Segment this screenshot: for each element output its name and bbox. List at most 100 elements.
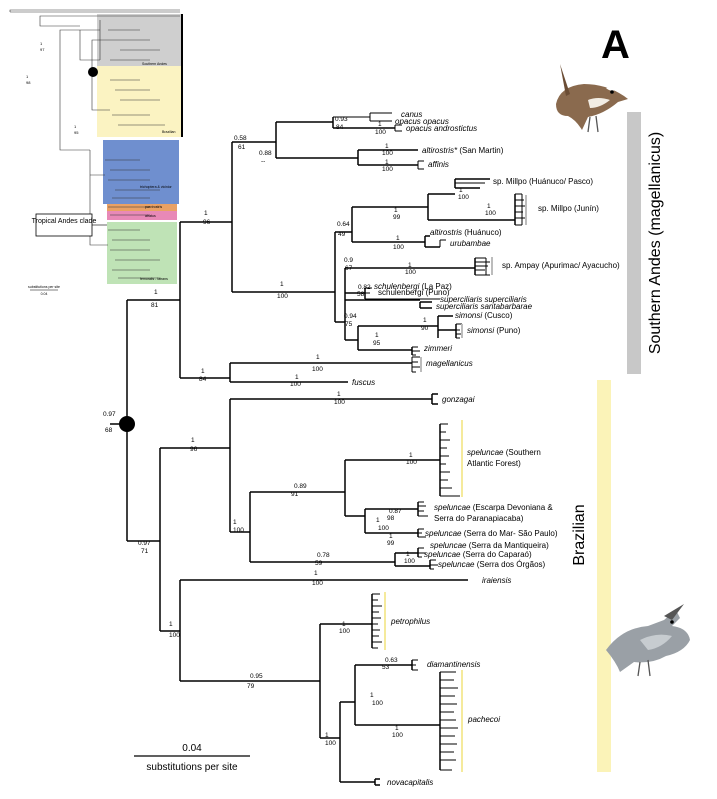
tip-label: opacus androstictus	[406, 124, 477, 133]
inset-scale-label: substitutions per site	[28, 285, 60, 289]
tip-label: urubambae	[450, 239, 491, 248]
support-value: 0.58	[234, 135, 247, 142]
support-value: 0.78	[317, 552, 330, 559]
support-value: 98	[387, 515, 395, 522]
inset-support: 1	[26, 74, 29, 79]
support-value: 1	[204, 210, 208, 217]
support-value: 1	[378, 121, 382, 128]
support-value: 100	[382, 166, 393, 173]
support-value: 68	[105, 427, 113, 434]
scale-bar-label: substitutions per site	[146, 762, 238, 773]
tip-label: petrophilus	[390, 617, 430, 626]
tip-label: gonzagai	[442, 395, 475, 404]
branch	[355, 672, 441, 770]
support-value: 0.93	[335, 116, 348, 123]
branch	[439, 239, 446, 247]
branch	[365, 502, 419, 516]
support-value: 49	[338, 231, 346, 238]
support-value: 1	[337, 391, 341, 398]
branch	[456, 323, 462, 339]
support-value: 1	[389, 533, 393, 540]
branch	[440, 423, 460, 497]
branch	[418, 501, 428, 517]
tip-label: altirostris* (San Martin)	[422, 146, 504, 155]
tip-label: diamantinensis	[427, 660, 480, 669]
support-value: 0.97	[138, 540, 151, 547]
support-value: 100	[406, 459, 417, 466]
support-value: 1	[423, 317, 427, 324]
tip-label: simonsi (Puno)	[467, 326, 521, 335]
support-value: 1	[396, 235, 400, 242]
support-value: 67	[345, 265, 353, 272]
tip-label: altirostris (Huánuco)	[430, 228, 502, 237]
support-value: 100	[169, 632, 180, 639]
support-value: 100	[382, 150, 393, 157]
support-value: 100	[378, 525, 389, 532]
southern-andes-bird-icon	[556, 64, 628, 133]
support-value: 1	[395, 725, 399, 732]
support-value: 1	[316, 354, 320, 361]
scale-bar-value: 0.04	[182, 743, 202, 754]
tip-label: Atlantic Forest)	[467, 459, 521, 468]
support-value: 84	[336, 124, 344, 131]
tip-label: sp. Ampay (Apurimac/ Ayacucho)	[502, 261, 620, 270]
tip-label: schulenbergi (La Paz)	[374, 282, 452, 291]
support-value: 100	[405, 269, 416, 276]
support-value: 100	[392, 732, 403, 739]
scale-bar: 0.04 substitutions per site	[134, 743, 250, 773]
support-value: 58	[357, 291, 365, 298]
branch	[358, 316, 439, 338]
inset-block-parvirostris	[107, 204, 177, 211]
support-value: 1	[394, 207, 398, 214]
branch	[180, 624, 321, 738]
tip-label: fuscus	[352, 378, 375, 387]
support-value: 1	[459, 187, 463, 194]
tip-label: Serra do Paranapiacaba)	[434, 514, 524, 523]
inset-block-label-trichoptera: trichoptera & vicinior	[140, 185, 173, 189]
inset-support: 98	[26, 80, 31, 85]
support-value: 1	[201, 368, 205, 375]
tip-label: sp. Millpo (Huánuco/ Pasco)	[493, 177, 593, 186]
inset-branches	[9, 9, 180, 279]
tree-branches	[110, 112, 527, 786]
support-value: 96	[203, 219, 211, 226]
support-value: 53	[382, 664, 390, 671]
branch	[438, 315, 457, 338]
branch	[352, 235, 440, 248]
tip-label: speluncae (Serra dos Órgãos)	[438, 560, 546, 569]
tip-label: affinis	[428, 160, 449, 169]
branch	[418, 528, 426, 538]
support-value: 1	[191, 437, 195, 444]
support-value: 0.87	[389, 508, 402, 515]
branch	[250, 460, 346, 516]
brazilian-bar-label: Brazilian	[571, 504, 588, 565]
inset-support: 1	[74, 124, 77, 129]
inset-block-brazilian	[97, 66, 182, 137]
support-value: 1	[487, 203, 491, 210]
support-value: 100	[312, 366, 323, 373]
inset-support: 95	[74, 130, 79, 135]
branch	[358, 347, 413, 355]
inset-tree: Tropical Andes clade Southern Andes Braz…	[9, 9, 183, 296]
support-value: 1	[375, 332, 379, 339]
support-value: 95	[373, 340, 381, 347]
branch	[160, 580, 181, 681]
branch	[417, 160, 424, 170]
inset-block-trichoptera	[103, 140, 179, 204]
root-node-dot	[119, 416, 135, 432]
branch	[365, 287, 440, 300]
support-value: 1	[280, 281, 284, 288]
support-value: 1	[154, 289, 158, 296]
support-value: 0.95	[250, 673, 263, 680]
inset-block-femoralis	[107, 222, 177, 284]
branch	[411, 356, 420, 373]
brazilian-clade-bar	[597, 380, 611, 772]
support-value: 1	[169, 621, 173, 628]
branch	[475, 257, 490, 276]
support-value: 91	[291, 491, 299, 498]
inset-block-label-parvirostris: parvirostris	[145, 205, 162, 209]
tip-label: canus	[401, 110, 422, 119]
support-value: 100	[372, 700, 383, 707]
southern-andes-clade-bar	[627, 112, 641, 374]
support-value: 61	[238, 144, 246, 151]
